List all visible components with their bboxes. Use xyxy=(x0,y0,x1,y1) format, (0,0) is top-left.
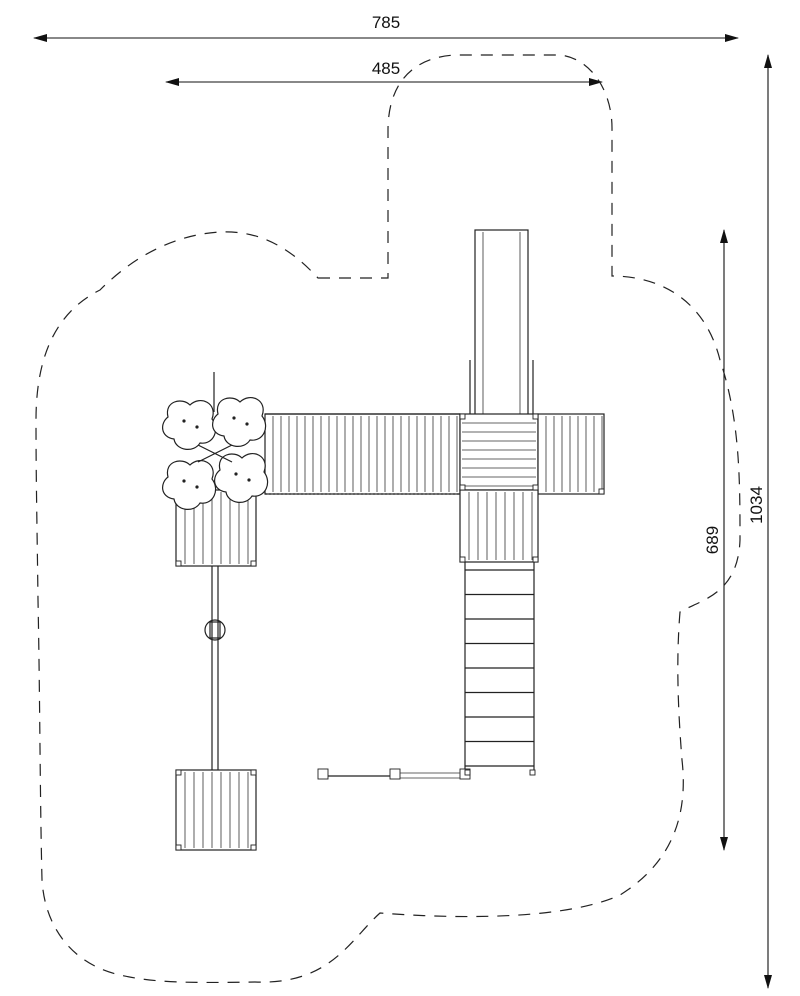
post xyxy=(529,769,536,776)
leaf-dot xyxy=(245,422,249,426)
post xyxy=(459,556,466,563)
post xyxy=(598,488,605,495)
dimension-overall-width: 785 xyxy=(33,13,739,42)
dimension-overall-depth-label: 1034 xyxy=(747,486,766,524)
post xyxy=(532,413,539,420)
leaf-dot xyxy=(234,472,238,476)
post xyxy=(175,769,182,776)
leaf-dot xyxy=(182,419,186,423)
leaf-dot xyxy=(195,425,199,429)
post xyxy=(250,844,257,851)
bridge-walkway xyxy=(264,413,461,495)
leaf-dot xyxy=(195,485,199,489)
leaf-shape xyxy=(212,397,267,447)
slide xyxy=(469,229,534,417)
dimension-structure-width: 485 xyxy=(165,59,603,86)
leaf-dot xyxy=(247,478,251,482)
post xyxy=(175,844,182,851)
low-rail xyxy=(317,768,471,780)
leaf-shape xyxy=(162,400,217,450)
post xyxy=(464,769,471,776)
post xyxy=(532,556,539,563)
dimension-overall-depth: 1034 xyxy=(747,54,772,989)
leaf-dot xyxy=(232,416,236,420)
post xyxy=(250,769,257,776)
dimension-structure-depth-label: 689 xyxy=(703,526,722,554)
post xyxy=(250,560,257,567)
leaf-shape xyxy=(162,460,217,510)
post xyxy=(175,560,182,567)
leaf-stem xyxy=(197,444,233,463)
tower-deck xyxy=(459,413,539,491)
leaf-shape xyxy=(214,453,269,503)
post xyxy=(459,484,466,491)
ladder xyxy=(464,562,535,775)
left-lower-platform xyxy=(175,769,257,851)
dimension-structure-width-label: 485 xyxy=(372,59,400,78)
post xyxy=(459,413,466,420)
post xyxy=(532,484,539,491)
dimension-structure-depth: 689 xyxy=(703,229,728,851)
tower-side-panel xyxy=(537,413,605,495)
lower-platform xyxy=(459,489,539,563)
corner-posts xyxy=(175,413,605,851)
leaf-roof xyxy=(162,372,269,510)
safety-zone-boundary xyxy=(35,54,741,984)
leaf-dot xyxy=(182,479,186,483)
dimension-overall-width-label: 785 xyxy=(372,13,400,32)
